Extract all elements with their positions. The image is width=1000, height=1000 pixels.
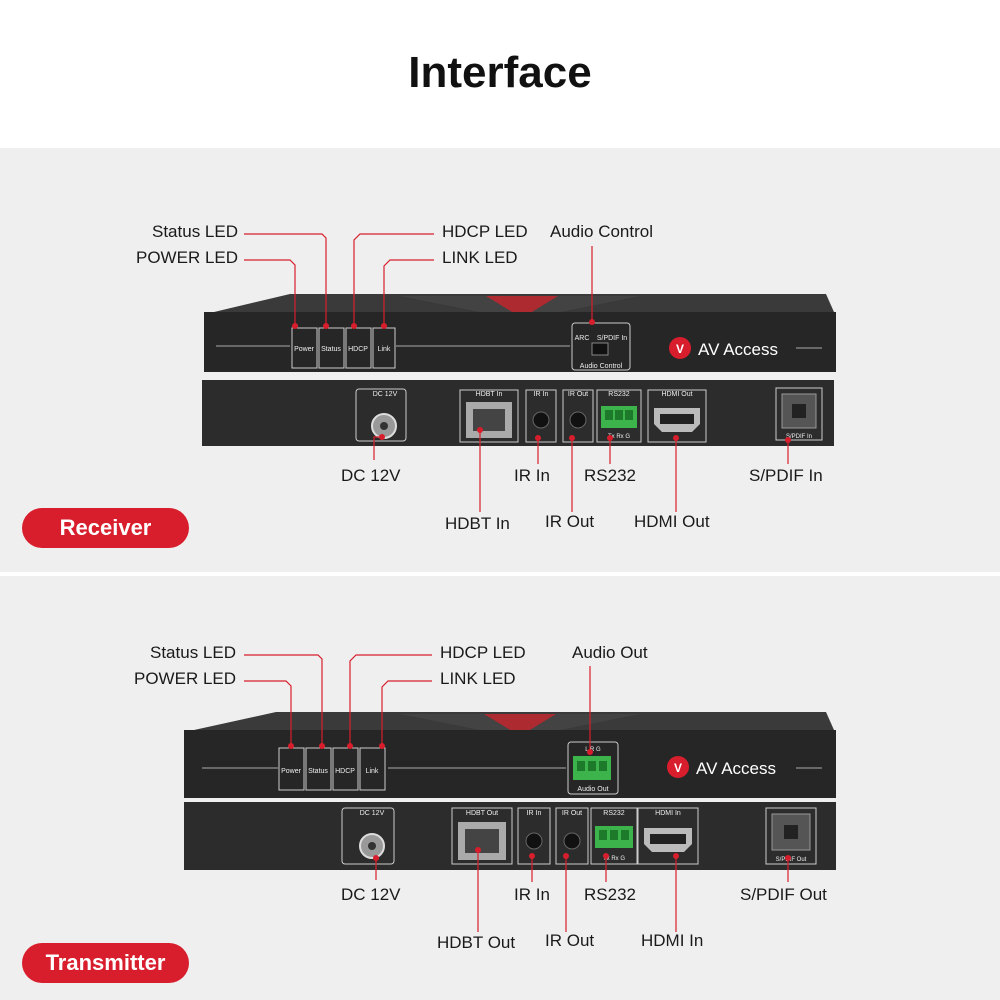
ir-in-jack (525, 832, 543, 850)
svg-text:IR Out: IR Out (562, 810, 582, 817)
svg-text:RS232: RS232 (608, 391, 630, 398)
svg-text:HDMI Out: HDMI Out (661, 391, 692, 398)
ir-in-jack (532, 411, 550, 429)
svg-text:S/PDIF Out: S/PDIF Out (776, 857, 807, 863)
transmitter-rear-face (184, 802, 836, 870)
label-status-led: Status LED (150, 643, 236, 662)
page-title: Interface (408, 48, 592, 97)
label-hdmi-in: HDMI In (641, 931, 704, 950)
label-ir-out: IR Out (545, 512, 595, 531)
label-hdmi-out: HDMI Out (634, 512, 710, 531)
svg-text:Audio Out: Audio Out (577, 786, 608, 793)
svg-text:Tx Rx G: Tx Rx G (603, 856, 625, 862)
status-led-box (318, 327, 345, 369)
link-led-box (359, 747, 386, 791)
label-spdif-in: S/PDIF In (749, 466, 823, 485)
svg-text:V: V (676, 342, 684, 356)
label-power-led: POWER LED (136, 248, 239, 267)
svg-text:IR In: IR In (534, 391, 549, 398)
hdcp-led-box (332, 747, 359, 791)
svg-text:HDBT In: HDBT In (476, 391, 503, 398)
svg-text:HDCP: HDCP (335, 768, 355, 775)
label-audio-control: Audio Control (550, 222, 654, 241)
transmitter-badge: Transmitter (22, 943, 189, 983)
receiver-badge: Receiver (22, 508, 189, 548)
audio-control-switch (571, 322, 631, 371)
ir-out-jack (563, 832, 581, 850)
label-ir-in: IR In (514, 466, 550, 485)
brand-logo-icon (667, 756, 689, 778)
svg-text:HDBT Out: HDBT Out (466, 810, 498, 817)
svg-text:L R G: L R G (585, 747, 601, 753)
label-audio-out: Audio Out (572, 643, 648, 662)
label-rs232: RS232 (584, 885, 636, 904)
svg-text:DC 12V: DC 12V (373, 391, 398, 398)
brand-name: AV Access (696, 759, 776, 778)
svg-text:Status: Status (321, 346, 341, 353)
label-hdcp-led: HDCP LED (440, 643, 526, 662)
hdcp-led-box (345, 327, 372, 369)
svg-text:IR Out: IR Out (568, 391, 588, 398)
label-link-led: LINK LED (442, 248, 518, 267)
power-led-box (291, 327, 318, 369)
svg-text:Status: Status (308, 768, 328, 775)
label-dc: DC 12V (341, 466, 401, 485)
receiver-logo-mark (486, 296, 558, 318)
label-hdbt-in: HDBT In (445, 514, 510, 533)
svg-text:Power: Power (281, 768, 302, 775)
label-rs232: RS232 (584, 466, 636, 485)
label-power-led: POWER LED (134, 669, 237, 688)
label-dc: DC 12V (341, 885, 401, 904)
transmitter-logo-mark (484, 714, 556, 736)
receiver-front-face (204, 312, 836, 372)
svg-text:IR In: IR In (527, 810, 542, 817)
label-spdif-out: S/PDIF Out (740, 885, 827, 904)
transmitter-front-face (184, 730, 836, 798)
status-led-box (305, 747, 332, 791)
svg-text:Link: Link (378, 346, 391, 353)
label-hdbt-out: HDBT Out (437, 933, 516, 952)
svg-text:Audio Control: Audio Control (580, 363, 623, 370)
svg-text:Power: Power (294, 346, 315, 353)
svg-text:HDCP: HDCP (348, 346, 368, 353)
svg-text:ARC: ARC (575, 335, 590, 342)
svg-text:RS232: RS232 (603, 810, 625, 817)
brand-name: AV Access (698, 340, 778, 359)
svg-text:HDMI In: HDMI In (655, 810, 681, 817)
brand-logo-icon (669, 337, 691, 359)
svg-text:Link: Link (366, 768, 379, 775)
label-status-led: Status LED (152, 222, 238, 241)
label-ir-in: IR In (514, 885, 550, 904)
ir-out-jack (569, 411, 587, 429)
label-link-led: LINK LED (440, 669, 516, 688)
label-hdcp-led: HDCP LED (442, 222, 528, 241)
svg-text:DC 12V: DC 12V (360, 810, 385, 817)
svg-text:Tx Rx G: Tx Rx G (608, 434, 630, 440)
svg-text:V: V (674, 761, 682, 775)
svg-text:S/PDIF In: S/PDIF In (597, 335, 627, 342)
svg-text:S/PDIF In: S/PDIF In (786, 434, 812, 440)
audio-out-terminal-box (567, 741, 619, 795)
label-ir-out: IR Out (545, 931, 595, 950)
